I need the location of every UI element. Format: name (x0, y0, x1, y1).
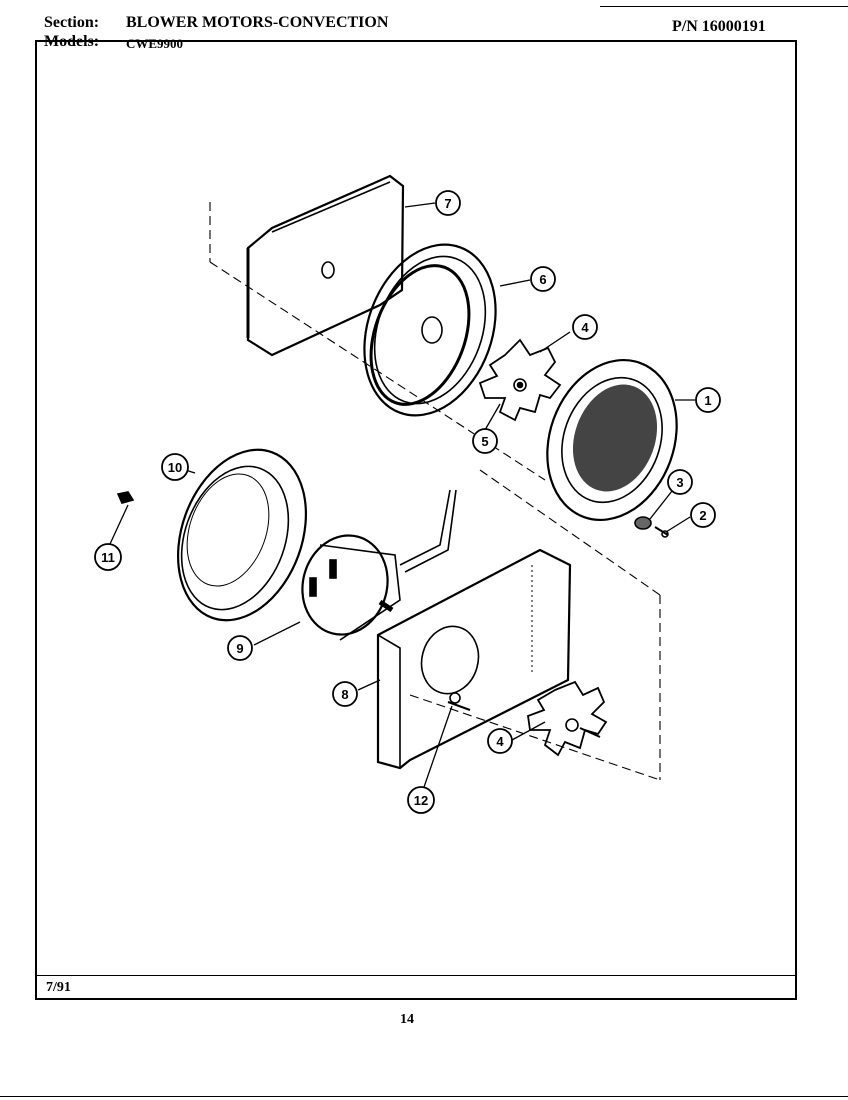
callout-badges (94, 190, 721, 814)
callout-3 (667, 469, 693, 495)
callout-5-label: 5 (481, 434, 488, 449)
grille-cover-part-1 (546, 358, 678, 522)
bottom-rule (0, 1096, 848, 1097)
callout-6 (530, 266, 556, 292)
motor-part-9 (301, 489, 457, 641)
callout-10 (161, 453, 189, 481)
part-number: P/N 16000191 (672, 18, 766, 35)
mounting-bracket-part-8 (376, 548, 572, 770)
washer-part-3 (634, 516, 652, 530)
revision-date: 7/91 (46, 980, 71, 995)
back-plate-part-7 (246, 174, 405, 357)
callout-8 (332, 681, 358, 707)
screw-part-2 (654, 526, 669, 538)
section-title: BLOWER MOTORS-CONVECTION (126, 14, 389, 31)
blower-housing-part-10 (176, 448, 308, 622)
callout-8-label: 8 (341, 687, 348, 702)
fan-blade-part-4-lower (527, 680, 608, 757)
screw-part-12 (447, 692, 471, 711)
assembly-guide-lines (209, 202, 661, 781)
callout-1-label: 1 (704, 393, 711, 408)
callout-4-lower-label: 4 (496, 734, 504, 749)
callout-12 (407, 786, 435, 814)
callout-11 (94, 543, 122, 571)
page-number: 14 (400, 1012, 414, 1027)
callout-2-label: 2 (699, 508, 706, 523)
clip-part-11 (116, 491, 135, 504)
footer-rule (35, 975, 797, 976)
callout-9 (227, 635, 253, 661)
callout-4-lower (487, 728, 513, 754)
callout-11-label: 11 (101, 550, 115, 565)
top-rule (600, 6, 848, 7)
gasket-ring-part-6 (363, 243, 497, 417)
page-frame (35, 40, 797, 1000)
callout-7-label: 7 (444, 196, 451, 211)
section-label: Section: (44, 14, 100, 31)
callout-12-label: 12 (414, 793, 428, 808)
callout-2 (690, 502, 716, 528)
fan-blade-part-4-upper (478, 338, 562, 422)
callout-3-label: 3 (676, 475, 683, 490)
callout-4-upper-label: 4 (581, 320, 589, 335)
callout-7 (435, 190, 461, 216)
callout-4-upper (572, 314, 598, 340)
callout-5 (472, 428, 498, 454)
callout-9-label: 9 (236, 641, 243, 656)
models-value: CWE9900 (126, 36, 184, 51)
callout-1 (695, 387, 721, 413)
callout-numbers: 7 6 4 5 1 3 2 10 11 9 8 12 4 (101, 196, 711, 808)
leader-lines (109, 202, 695, 791)
callout-10-label: 10 (168, 460, 182, 475)
callout-6-label: 6 (539, 272, 546, 287)
